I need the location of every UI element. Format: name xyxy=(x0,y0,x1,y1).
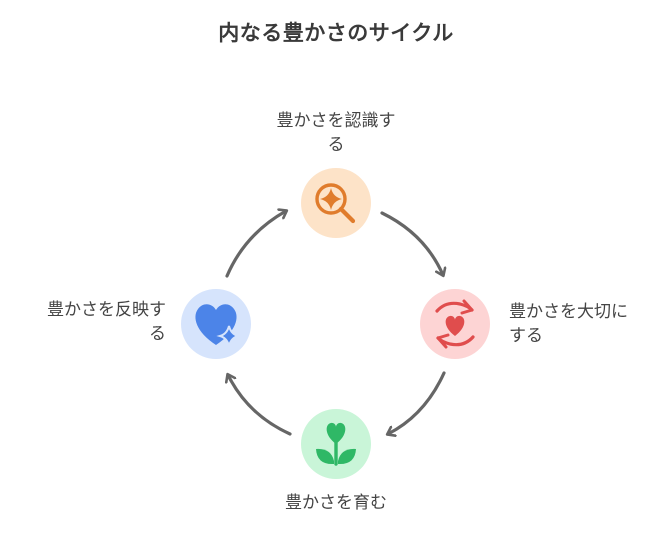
arrow-bottom-to-left xyxy=(228,375,292,436)
label-reflect-line1: 豊かさを反映す xyxy=(47,300,166,320)
label-recognize: 豊かさを認識す る xyxy=(236,109,436,157)
diagram-title: 内なる豊かさのサイクル xyxy=(218,21,454,45)
arrow-left-to-top xyxy=(225,211,286,278)
node-circle-top xyxy=(301,168,371,238)
label-nurture-line1: 豊かさを育む xyxy=(285,493,387,513)
label-nurture: 豊かさを育む xyxy=(236,491,436,515)
hands-heart-icon xyxy=(435,299,475,349)
arrow-right-to-bottom xyxy=(388,371,446,434)
label-cherish-line1: 豊かさを大切に xyxy=(509,302,628,322)
label-cherish: 豊かさを大切に する xyxy=(509,300,628,348)
label-recognize-line2: る xyxy=(327,135,345,155)
node-reflect xyxy=(181,289,251,359)
node-recognize xyxy=(301,168,371,238)
arrow-top-to-right xyxy=(380,211,443,275)
sprout-heart-icon xyxy=(316,422,356,466)
magnifier-sparkle-icon xyxy=(315,183,356,224)
label-reflect-line2: る xyxy=(149,324,166,344)
label-reflect: 豊かさを反映す る xyxy=(14,298,166,346)
label-cherish-line2: する xyxy=(509,326,543,346)
heart-sparkle-icon xyxy=(195,304,242,347)
node-nurture xyxy=(301,409,371,479)
node-cherish xyxy=(420,289,490,359)
label-recognize-line1: 豊かさを認識す xyxy=(276,111,396,131)
